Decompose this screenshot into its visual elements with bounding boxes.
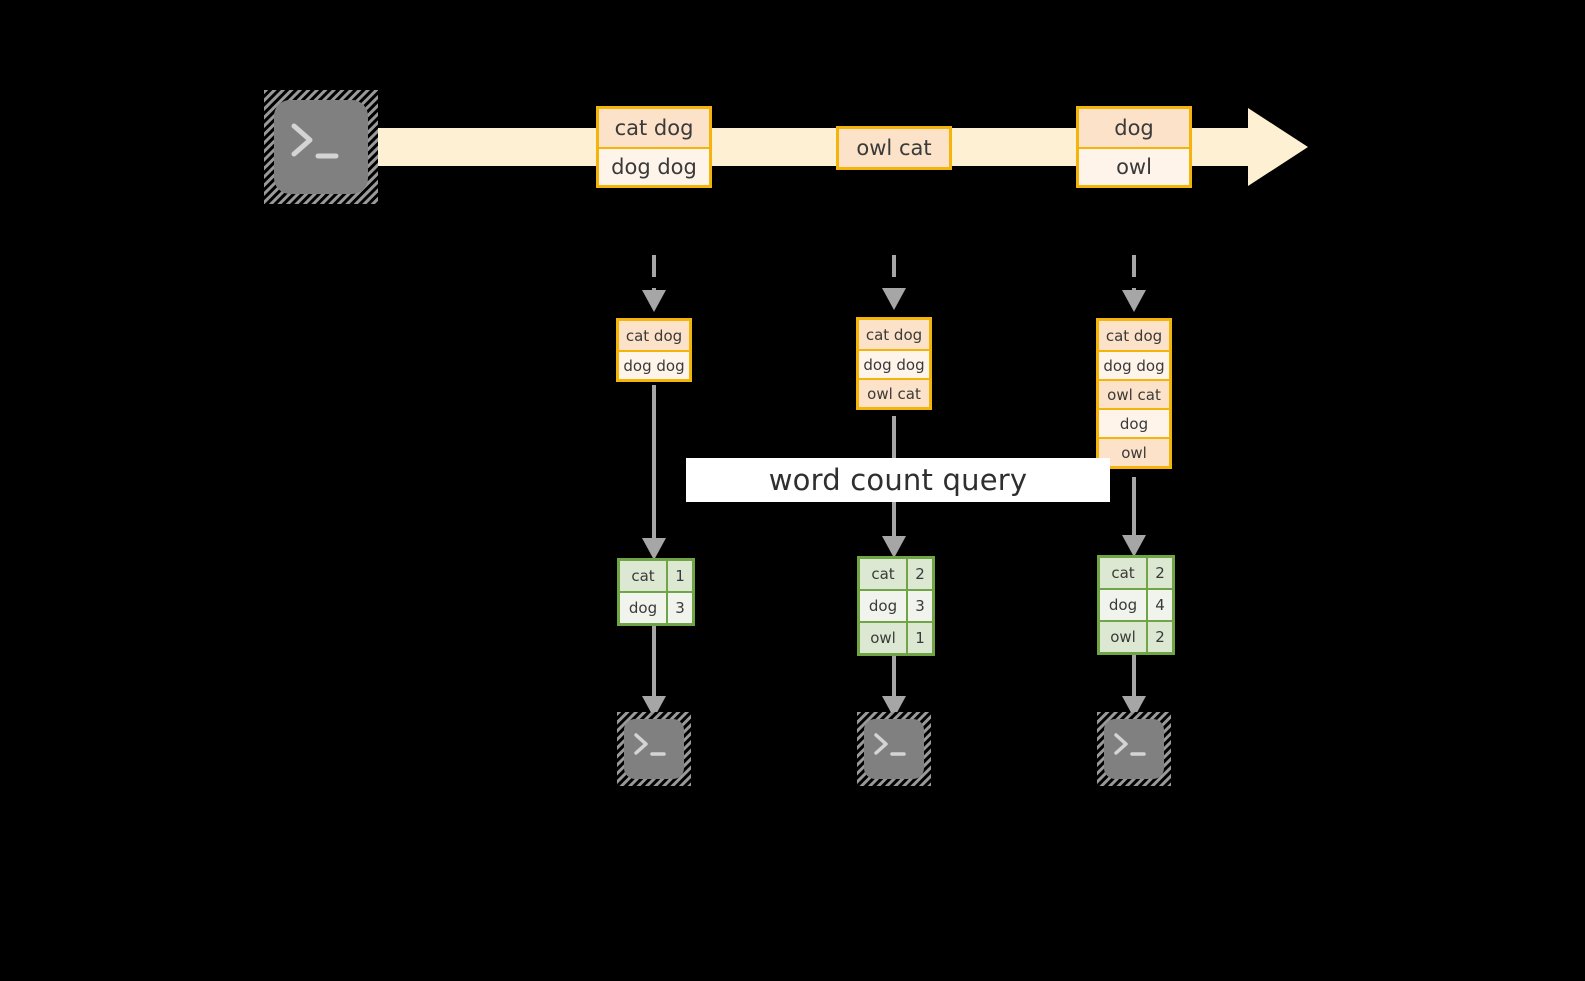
stream-message-2[interactable]: owl cat (836, 126, 952, 170)
table-row: cat 2 (860, 559, 932, 589)
result-word: owl (860, 623, 906, 653)
sink-terminal-3[interactable] (1097, 712, 1171, 786)
terminal-prompt-icon (291, 123, 339, 159)
batch-1-input-stack[interactable]: cat dog dog dog (616, 318, 692, 382)
table-row: owl 1 (860, 621, 932, 653)
result-count: 1 (666, 561, 692, 591)
result-count: 3 (666, 593, 692, 623)
stream-message-2-line-1: owl cat (839, 129, 949, 167)
table-row: dog 3 (620, 591, 692, 623)
stream-message-3-line-2: owl (1079, 147, 1189, 185)
batch-3-input-line-1: cat dog (1099, 321, 1169, 350)
result-count: 4 (1146, 590, 1172, 620)
batch-3-result-table[interactable]: cat 2 dog 4 owl 2 (1097, 555, 1175, 655)
batch-trigger-arrowheads (642, 288, 1146, 312)
batch-2-result-table[interactable]: cat 2 dog 3 owl 1 (857, 556, 935, 656)
batch-1-result-table[interactable]: cat 1 dog 3 (617, 558, 695, 626)
terminal-prompt-icon (1114, 733, 1146, 756)
batch-3-input-stack[interactable]: cat dog dog dog owl cat dog owl (1096, 318, 1172, 469)
batch-3-input-line-2: dog dog (1099, 350, 1169, 379)
stream-message-1[interactable]: cat dog dog dog (596, 106, 712, 188)
query-label: word count query (768, 463, 1028, 497)
batch-2-input-line-1: cat dog (859, 320, 929, 349)
result-count: 2 (1146, 558, 1172, 588)
table-row: cat 2 (1100, 558, 1172, 588)
result-word: owl (1100, 622, 1146, 652)
batch-trigger-arrows (652, 255, 1136, 292)
batch-3-input-line-3: owl cat (1099, 379, 1169, 408)
batch-2-input-line-2: dog dog (859, 349, 929, 378)
stream-message-1-line-2: dog dog (599, 147, 709, 185)
result-word: dog (860, 591, 906, 621)
terminal-prompt-icon (874, 733, 906, 756)
table-row: cat 1 (620, 561, 692, 591)
table-row: dog 3 (860, 589, 932, 621)
query-label-band: word count query (686, 458, 1110, 502)
result-count: 1 (906, 623, 932, 653)
result-word: cat (860, 559, 906, 589)
source-terminal[interactable] (264, 90, 378, 204)
result-count: 2 (1146, 622, 1172, 652)
sink-terminal-2[interactable] (857, 712, 931, 786)
result-count: 3 (906, 591, 932, 621)
batch-3-input-line-5: owl (1099, 437, 1169, 466)
batch-3-input-line-4: dog (1099, 408, 1169, 437)
table-row: owl 2 (1100, 620, 1172, 652)
stream-message-1-line-1: cat dog (599, 109, 709, 147)
batch-1-input-line-2: dog dog (619, 350, 689, 379)
result-word: dog (1100, 590, 1146, 620)
batch-1-input-line-1: cat dog (619, 321, 689, 350)
table-row: dog 4 (1100, 588, 1172, 620)
result-count: 2 (906, 559, 932, 589)
result-word: dog (620, 593, 666, 623)
stream-message-3-line-1: dog (1079, 109, 1189, 147)
terminal-prompt-icon (634, 733, 666, 756)
stream-message-3[interactable]: dog owl (1076, 106, 1192, 188)
result-word: cat (1100, 558, 1146, 588)
result-word: cat (620, 561, 666, 591)
sink-terminal-1[interactable] (617, 712, 691, 786)
batch-2-input-stack[interactable]: cat dog dog dog owl cat (856, 317, 932, 410)
batch-2-input-line-3: owl cat (859, 378, 929, 407)
